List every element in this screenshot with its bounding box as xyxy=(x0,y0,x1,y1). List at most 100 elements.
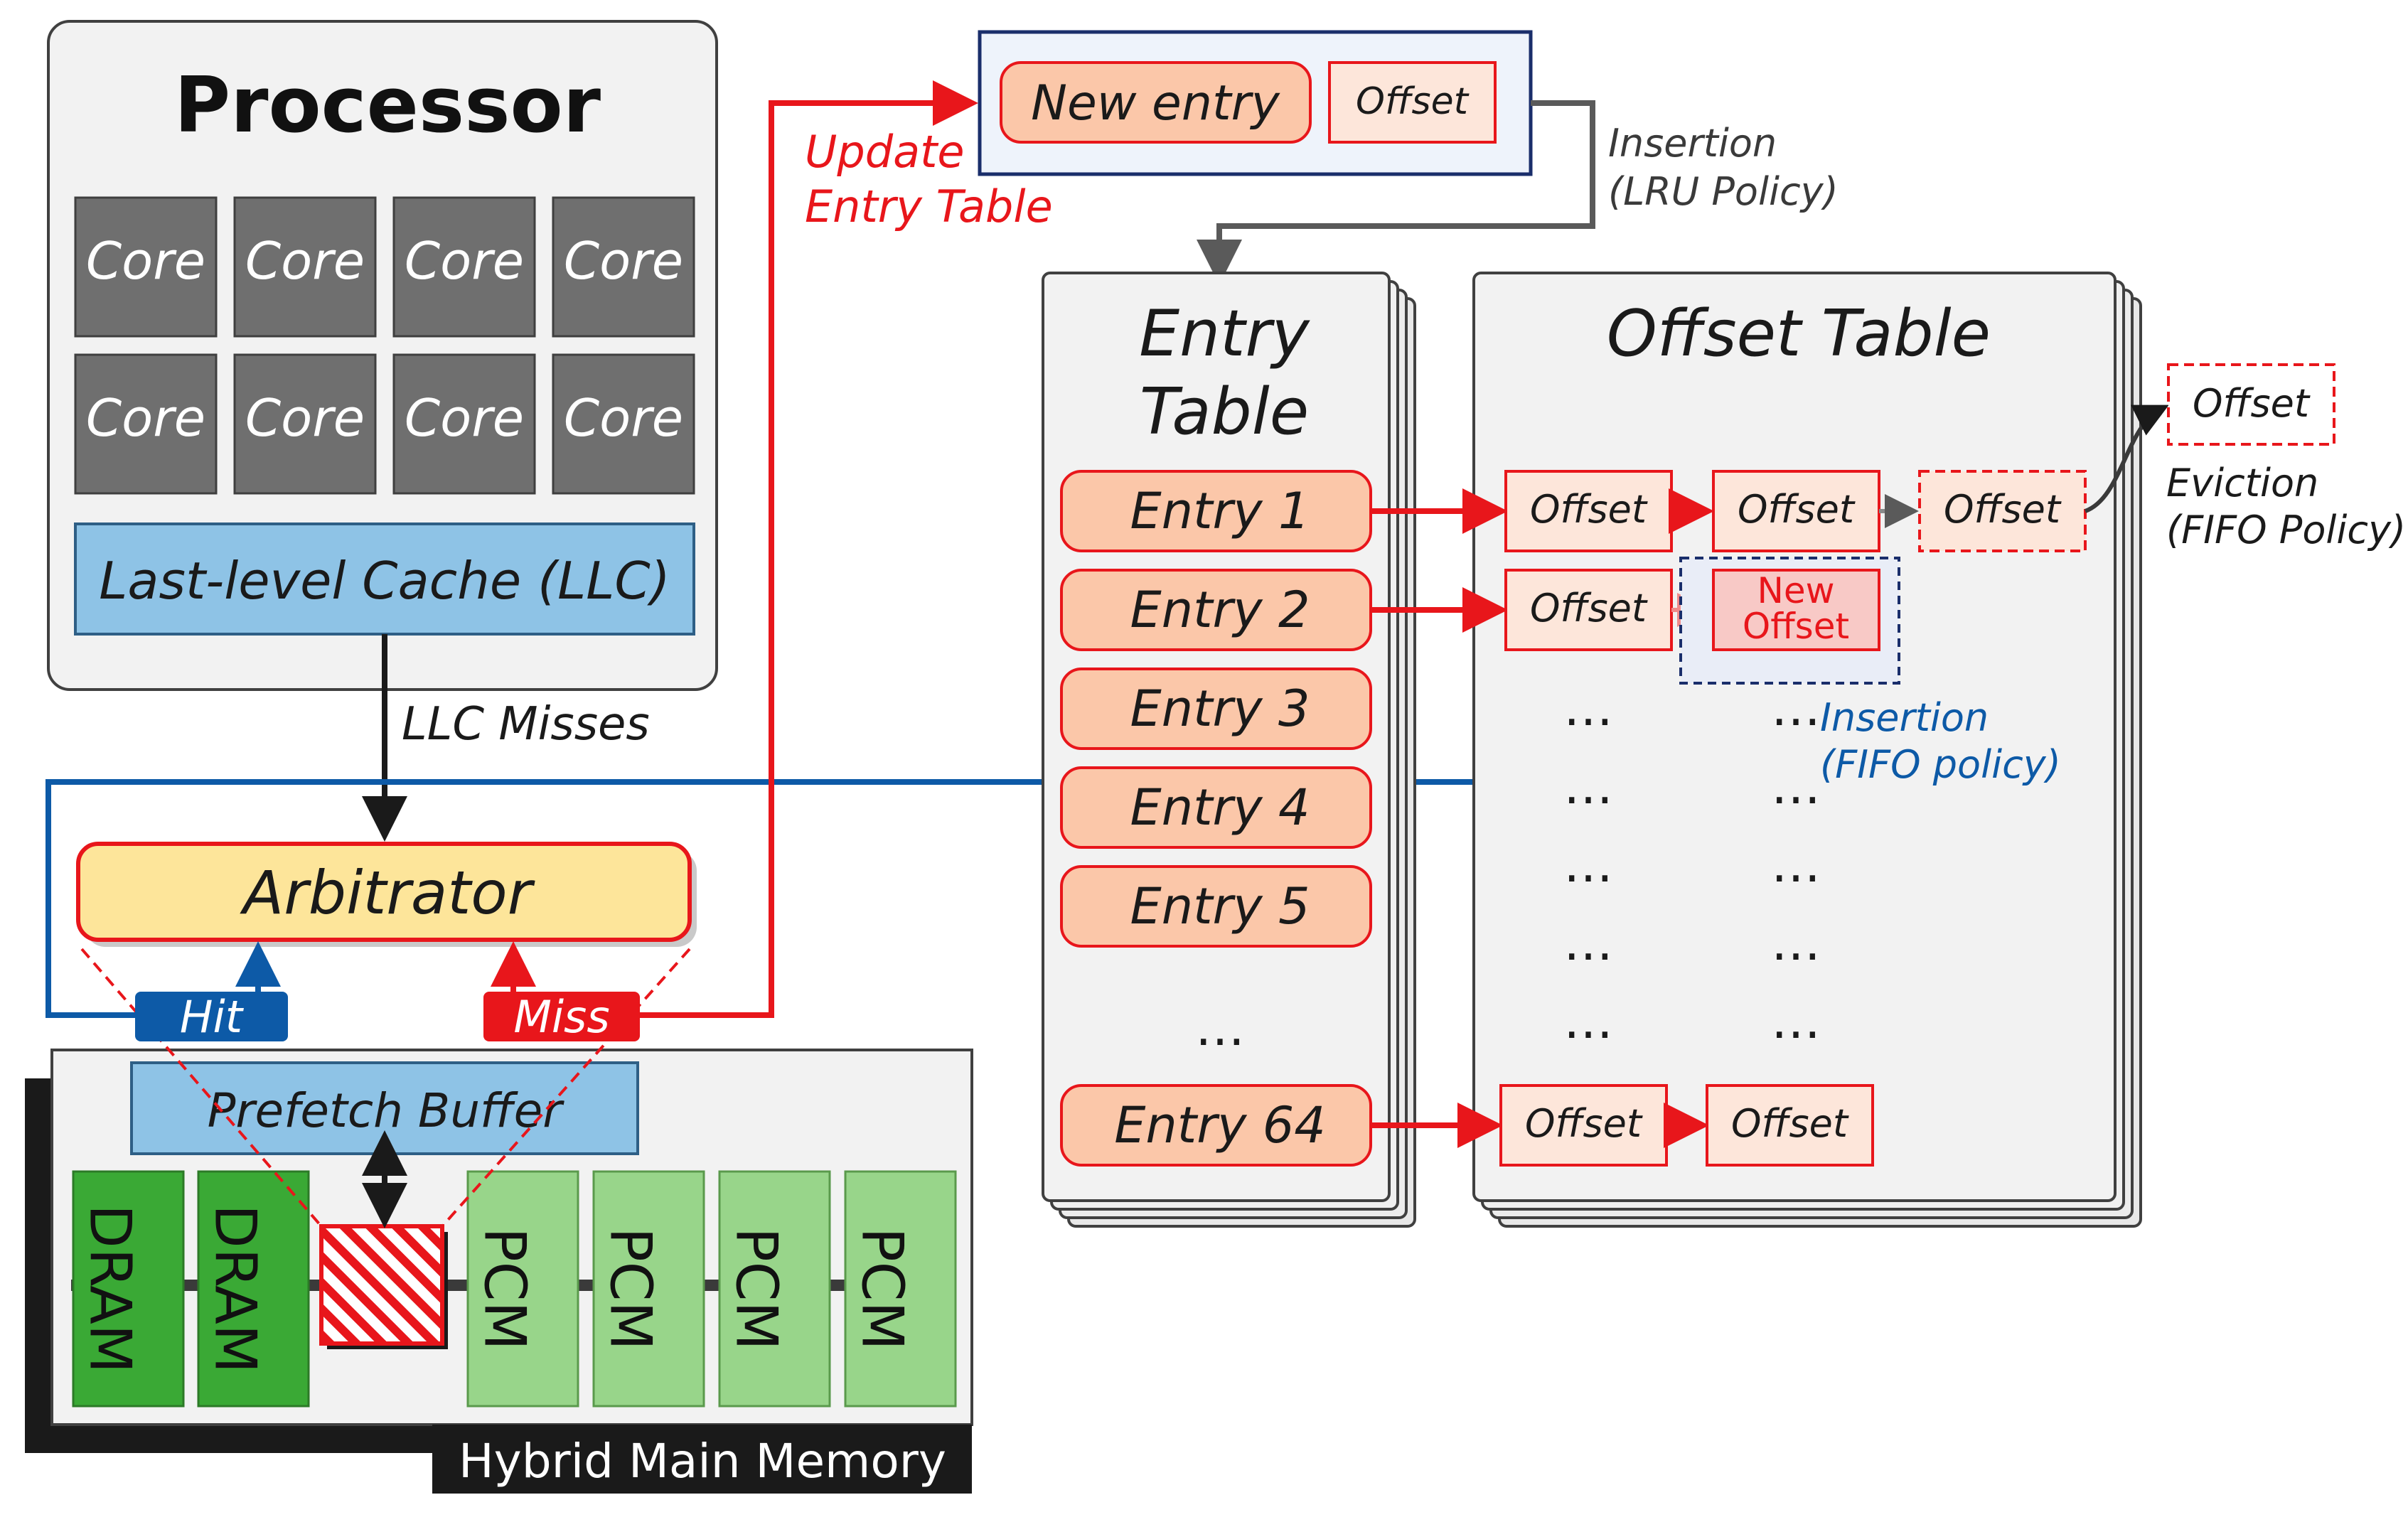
entry-label: Entry 2 xyxy=(1130,581,1310,639)
pcm-label: PCM xyxy=(724,1227,790,1350)
pcm-label: PCM xyxy=(850,1227,916,1350)
entry-table-title-line1: Entry xyxy=(1139,296,1310,371)
insertion-fifo-line1: Insertion xyxy=(1820,695,1989,740)
prefetch-buffer-label: Prefetch Buffer xyxy=(208,1083,565,1138)
core-box xyxy=(552,196,695,338)
arbitrator-block: Arbitrator xyxy=(76,842,697,947)
core-label: Core xyxy=(86,231,205,291)
new-entry-pill xyxy=(1000,61,1312,144)
offset-ellipsis: … xyxy=(1563,757,1613,815)
entry-label: Entry 64 xyxy=(1114,1096,1326,1154)
pcm-module xyxy=(466,1170,579,1408)
pcm-label: PCM xyxy=(472,1227,538,1350)
entry-row: Entry 1 xyxy=(1060,470,1372,552)
new-offset-line2: Offset xyxy=(1743,606,1849,647)
new-entry-label: New entry xyxy=(1031,75,1280,132)
dram-module xyxy=(72,1170,185,1408)
eviction-arrow xyxy=(2084,404,2169,513)
offset-label: Offset xyxy=(1525,1101,1643,1146)
hit-label: Hit xyxy=(180,991,245,1043)
hit-tag: Hit xyxy=(135,991,288,1043)
insertion-lru-line1: Insertion xyxy=(1608,121,1777,166)
offset-box xyxy=(1504,470,1673,552)
new-entry-offset-label: Offset xyxy=(1356,80,1470,123)
entry-row: Entry 3 xyxy=(1060,668,1372,750)
dram-label: DRAM xyxy=(203,1204,269,1373)
insertion-fifo-line2: (FIFO policy) xyxy=(1820,742,2061,787)
entry-row: Entry 4 xyxy=(1060,766,1372,849)
entry-ellipsis: … xyxy=(1195,999,1245,1057)
core-label: Core xyxy=(245,231,365,291)
offset-label: Offset xyxy=(1944,487,2062,532)
zoom-line-left xyxy=(80,948,323,1228)
core-box xyxy=(74,196,218,338)
entry-list: Entry 1 Entry 2 Entry 3 Entry 4 Entry 5 … xyxy=(1060,470,1372,1167)
offset-label: Offset xyxy=(1738,487,1856,532)
update-label-line2: Entry Table xyxy=(805,181,1053,232)
offset-row-64: Offset Offset xyxy=(1499,1084,1874,1167)
offset-ellipsis: … xyxy=(1771,679,1821,737)
entry-table-title-line2: Table xyxy=(1140,375,1309,449)
insertion-lru-arrow xyxy=(1197,100,1595,285)
core-box xyxy=(552,353,695,495)
prefetch-buffer: Prefetch Buffer xyxy=(130,1061,639,1155)
miss-tag: Miss xyxy=(483,991,640,1043)
pcm-module xyxy=(592,1170,705,1408)
new-offset-box xyxy=(1712,569,1880,651)
offset-box xyxy=(1712,470,1880,552)
offset-ellipsis: … xyxy=(1771,835,1821,894)
core-box xyxy=(392,196,536,338)
offset-ellipsis: … xyxy=(1563,992,1613,1050)
offset-box xyxy=(1504,569,1673,651)
dram-label: DRAM xyxy=(77,1204,144,1373)
offset-row-1: Offset Offset Offset xyxy=(1504,470,2087,552)
offset-table-title: Offset Table xyxy=(1607,296,1991,371)
core-box xyxy=(233,196,377,338)
entry-row: Entry 2 xyxy=(1060,569,1372,651)
offset-ellipsis: … xyxy=(1563,835,1613,894)
miss-update-path xyxy=(640,80,978,1018)
hybrid-memory-title: Hybrid Main Memory xyxy=(459,1434,946,1489)
entry-row: Entry 5 xyxy=(1060,865,1372,948)
pcm-module xyxy=(718,1170,831,1408)
offset-box xyxy=(1706,1084,1874,1167)
core-label: Core xyxy=(405,231,524,291)
llc-label: Last-level Cache (LLC) xyxy=(99,551,670,611)
pcm-module xyxy=(844,1170,957,1408)
core-grid: Core Core Core Core Core Core Core Core xyxy=(74,196,695,495)
entry-label: Entry 4 xyxy=(1130,778,1310,837)
new-offset-line1: New xyxy=(1757,570,1834,611)
offset-ellipsis: … xyxy=(1771,757,1821,815)
prefetched-block xyxy=(319,1224,444,1346)
entry-row: Entry 64 xyxy=(1060,1084,1372,1167)
core-label: Core xyxy=(564,388,683,448)
llc-misses-label: LLC Misses xyxy=(402,698,650,751)
insertion-lru-line2: (LRU Policy) xyxy=(1608,169,1839,214)
core-label: Core xyxy=(245,388,365,448)
entry-label: Entry 1 xyxy=(1130,482,1310,540)
core-label: Core xyxy=(564,231,683,291)
offset-ellipsis: … xyxy=(1771,992,1821,1050)
core-box xyxy=(74,353,218,495)
offset-ellipsis: … xyxy=(1771,913,1821,972)
entry-label: Entry 3 xyxy=(1130,680,1310,738)
evicted-offset-label: Offset xyxy=(2193,381,2311,426)
update-label-line1: Update xyxy=(805,126,965,178)
offset-ellipsis: … xyxy=(1563,679,1613,737)
memory-modules: DRAM DRAM PCM PCM PCM PCM xyxy=(72,1170,957,1408)
entry-label: Entry 5 xyxy=(1130,877,1310,936)
core-label: Core xyxy=(86,388,205,448)
eviction-label-line1: Eviction xyxy=(2166,461,2318,505)
evicted-offset-box xyxy=(2167,363,2335,446)
core-box xyxy=(392,353,536,495)
core-box xyxy=(233,353,377,495)
offset-label: Offset xyxy=(1530,487,1648,532)
offset-label: Offset xyxy=(1530,586,1648,631)
processor-title: Processor xyxy=(174,61,601,150)
new-entry-panel: New entry Offset xyxy=(978,30,1533,176)
zoom-line-right xyxy=(441,948,691,1228)
miss-label: Miss xyxy=(513,991,609,1043)
llc-block: Last-level Cache (LLC) xyxy=(74,522,695,636)
offset-box xyxy=(1499,1084,1668,1167)
